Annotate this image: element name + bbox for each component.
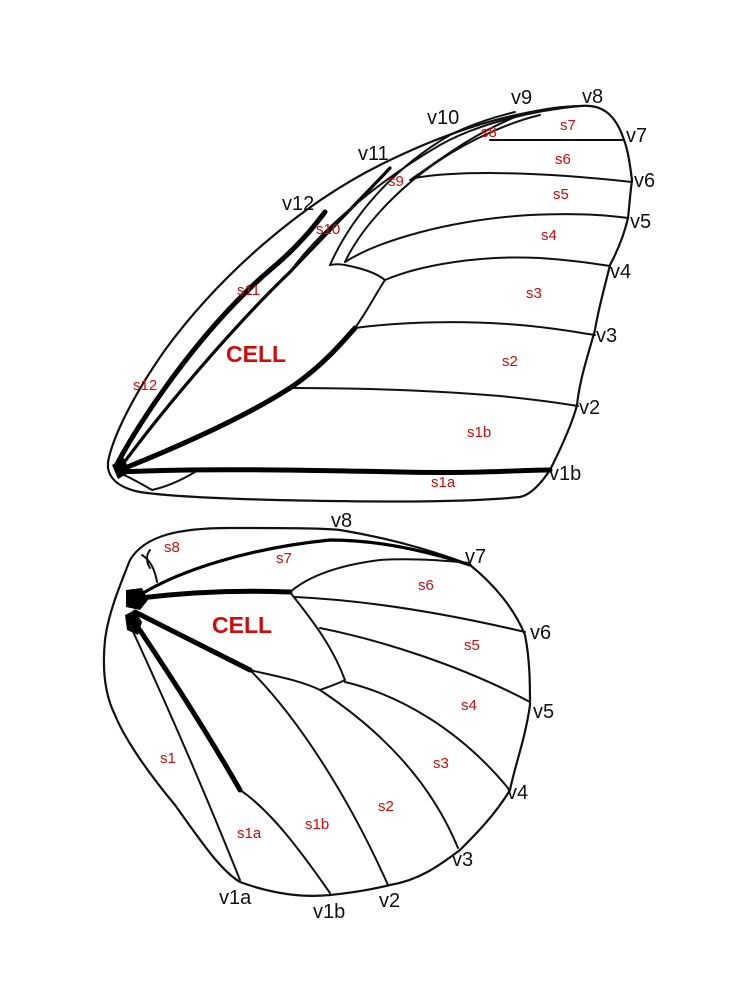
hindwing-vein-8 xyxy=(138,538,472,597)
fw-label-v10: v10 xyxy=(427,107,459,129)
fw-label-s10: s10 xyxy=(316,221,340,238)
hindwing-vein-5 xyxy=(319,627,531,703)
hindwing-vein-1a xyxy=(129,624,241,881)
hw-label-s1b: s1b xyxy=(305,816,329,833)
hindwing-outline xyxy=(102,526,532,897)
fw-label-s5: s5 xyxy=(553,186,569,203)
forewing-cell-end xyxy=(329,263,386,329)
fw-label-v12: v12 xyxy=(282,193,314,215)
hindwing-cell-upper xyxy=(137,588,293,601)
forewing: v12 v11 v10 v9 v8 v7 v6 v5 v4 v3 v2 v1b … xyxy=(106,86,655,503)
hw-cell-label: CELL xyxy=(212,612,272,638)
hw-label-s3: s3 xyxy=(433,755,449,772)
fw-label-v7: v7 xyxy=(626,125,647,147)
fw-label-v4: v4 xyxy=(610,261,631,283)
fw-cell-label: CELL xyxy=(226,341,286,367)
fw-label-s8: s8 xyxy=(481,124,497,141)
forewing-vein-2 xyxy=(289,387,579,407)
forewing-vein-5 xyxy=(344,213,629,263)
hw-label-v5: v5 xyxy=(533,701,554,723)
fw-label-v6: v6 xyxy=(634,170,655,192)
hw-label-v4: v4 xyxy=(507,782,528,804)
forewing-vein-6 xyxy=(414,172,633,183)
hw-label-v2: v2 xyxy=(379,890,400,912)
fw-label-s12: s12 xyxy=(133,377,157,394)
forewing-vein-1a xyxy=(121,471,196,491)
fw-label-s3: s3 xyxy=(526,285,542,302)
hindwing: v8 v7 v6 v5 v4 v3 v2 v1b v1a s8 s7 s6 s5… xyxy=(102,510,554,923)
hw-label-s1a: s1a xyxy=(237,825,262,842)
forewing-vein-12 xyxy=(113,209,328,469)
hw-label-s1: s1 xyxy=(160,750,176,767)
fw-label-s1a: s1a xyxy=(431,474,456,491)
hw-label-v1a: v1a xyxy=(219,887,252,909)
fw-label-v9: v9 xyxy=(511,87,532,109)
fw-label-v8: v8 xyxy=(582,86,603,108)
hindwing-vein-1b-base xyxy=(130,617,243,793)
hindwing-vein-2 xyxy=(249,669,389,886)
hw-label-v7: v7 xyxy=(465,546,486,568)
hindwing-vein-6 xyxy=(294,596,526,633)
forewing-base xyxy=(112,458,130,479)
hw-label-v1b: v1b xyxy=(313,901,345,923)
fw-label-v3: v3 xyxy=(596,325,617,347)
hindwing-cell-lower xyxy=(132,609,253,673)
forewing-vein-1b xyxy=(117,467,553,476)
hw-label-s6: s6 xyxy=(418,577,434,594)
hindwing-cell-end xyxy=(249,591,346,691)
fw-label-s6: s6 xyxy=(555,151,571,168)
hw-label-s2: s2 xyxy=(378,798,394,815)
hw-label-s4: s4 xyxy=(461,697,477,714)
forewing-outline xyxy=(106,104,634,503)
fw-label-v11: v11 xyxy=(358,143,389,165)
hindwing-vein-3 xyxy=(319,689,459,849)
fw-label-s2: s2 xyxy=(502,353,518,370)
fw-label-v1b: v1b xyxy=(549,463,581,485)
forewing-vein-8 xyxy=(409,105,583,181)
hw-label-v8: v8 xyxy=(331,510,352,532)
hindwing-precostal-vein xyxy=(141,549,158,583)
hindwing-vein-1b xyxy=(239,789,331,894)
hindwing-vein-7 xyxy=(289,558,471,593)
fw-label-v5: v5 xyxy=(630,211,651,233)
forewing-cell-lower xyxy=(117,325,358,473)
hw-label-s5: s5 xyxy=(464,637,480,654)
forewing-vein-11 xyxy=(118,166,392,470)
hw-label-s7: s7 xyxy=(276,550,292,567)
fw-label-s1b: s1b xyxy=(467,424,491,441)
hw-label-v3: v3 xyxy=(452,849,473,871)
fw-label-s7: s7 xyxy=(560,117,576,134)
forewing-radial-stem xyxy=(289,105,581,273)
hindwing-vein-4 xyxy=(344,681,509,789)
fw-label-s11: s11 xyxy=(237,282,260,299)
forewing-vein-10 xyxy=(329,111,516,266)
forewing-vein-4 xyxy=(384,256,611,281)
fw-label-s9: s9 xyxy=(388,173,404,190)
hw-label-s8: s8 xyxy=(164,539,180,556)
forewing-vein-3 xyxy=(354,321,596,336)
fw-label-s4: s4 xyxy=(541,227,557,244)
hw-label-v6: v6 xyxy=(530,622,551,644)
fw-label-v2: v2 xyxy=(579,397,600,419)
